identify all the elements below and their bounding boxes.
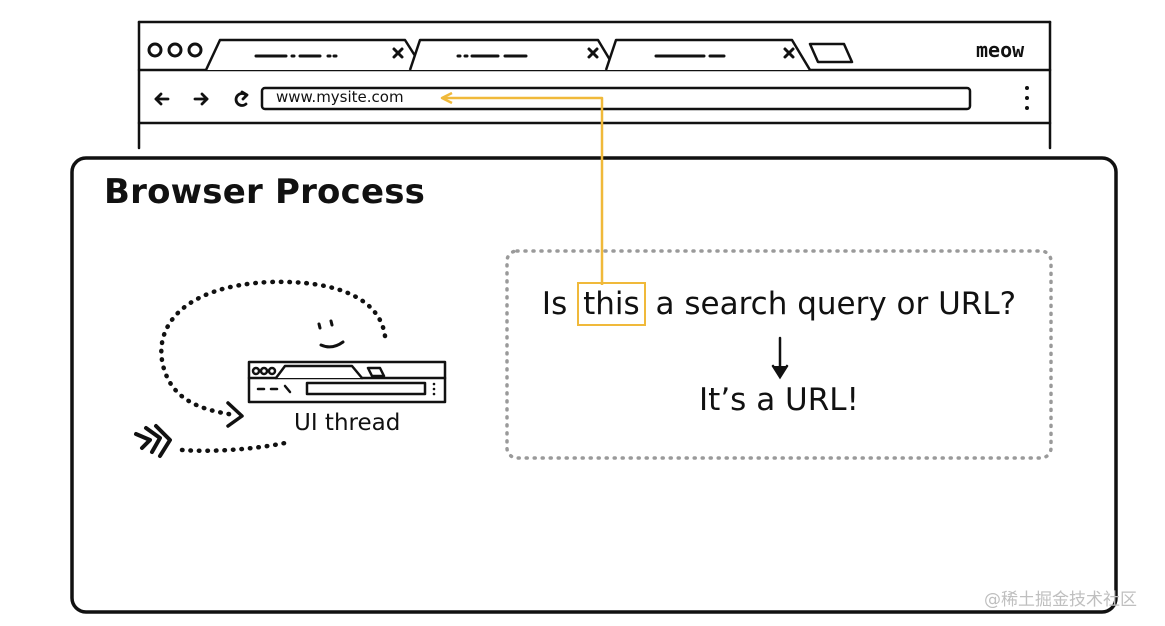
close-window-dot[interactable]: [147, 42, 163, 58]
window-controls[interactable]: [147, 42, 203, 58]
forward-arrow-icon[interactable]: [193, 92, 209, 106]
close-icon[interactable]: [587, 47, 599, 59]
loop-path: [159, 279, 388, 418]
loop-arrowhead: [226, 401, 244, 428]
menu-dots-icon[interactable]: [1025, 86, 1029, 110]
thread-label: UI thread: [294, 410, 401, 436]
reload-icon[interactable]: [234, 90, 249, 107]
smiley-face-icon: [317, 319, 345, 349]
process-title: Browser Process: [104, 172, 426, 212]
trail-path: [179, 440, 288, 453]
close-icon[interactable]: [783, 47, 795, 59]
watermark: @稀土掘金技术社区: [984, 590, 1137, 610]
down-arrow-icon: [771, 336, 789, 380]
question-prefix: Is: [541, 286, 568, 322]
minimize-window-dot[interactable]: [167, 42, 183, 58]
browser-process-box: [70, 156, 1118, 614]
question-highlight: this: [577, 282, 646, 326]
question-text: Is this a search query or URL?: [506, 282, 1052, 326]
new-tab-icon[interactable]: [808, 42, 854, 64]
address-bar-url: www.mysite.com: [276, 88, 404, 106]
speed-lines-icon: [134, 424, 172, 458]
address-bar[interactable]: [260, 86, 972, 111]
highlight-connector: [440, 91, 604, 285]
tab-3[interactable]: [604, 38, 812, 71]
question-suffix: a search query or URL?: [655, 286, 1017, 322]
decision-box: [505, 249, 1053, 460]
browser-brand: meow: [976, 38, 1025, 62]
close-icon[interactable]: [392, 47, 404, 59]
answer-text: It’s a URL!: [699, 382, 859, 418]
maximize-window-dot[interactable]: [187, 42, 203, 58]
mini-browser-icon: [247, 360, 447, 404]
back-arrow-icon[interactable]: [154, 92, 170, 106]
